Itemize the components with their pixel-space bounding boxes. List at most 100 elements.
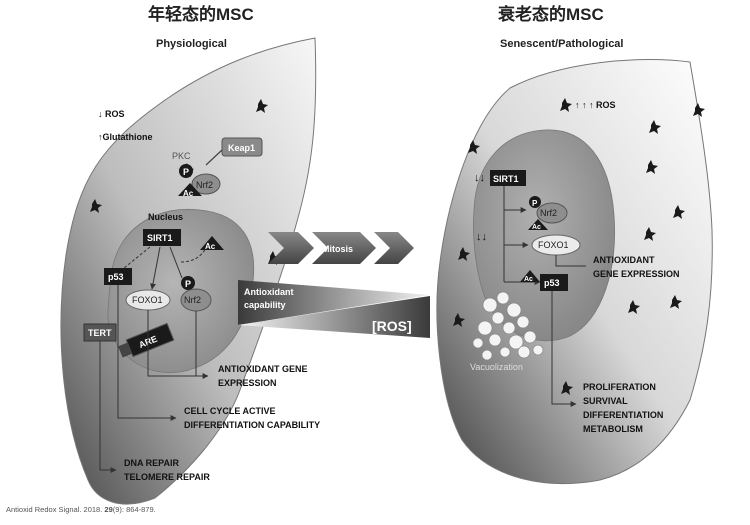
nrf2-nuc-label: Nrf2 (184, 295, 201, 305)
p53-label-right: p53 (544, 278, 560, 288)
sirt1-to-nrf2 (169, 246, 183, 279)
tert-label: TERT (88, 328, 112, 338)
left-outcome-antioxidant-1: ANTIOXIDANT GENE (218, 364, 308, 374)
citation-suffix: (9): 864-879. (113, 505, 156, 514)
ros-wedge (238, 296, 430, 338)
right-outcome-proliferation: PROLIFERATION (583, 382, 656, 392)
vacuole (496, 291, 510, 305)
ros-star (561, 381, 573, 395)
nrf2-right (536, 202, 568, 224)
sirt1-deacetyl-path (180, 247, 207, 263)
vacuolization-label: Vacuolization (470, 362, 523, 372)
sirt1-box-right (490, 170, 526, 186)
nrf2-cyto (191, 173, 221, 195)
acetyl-marker-p53 (520, 270, 540, 282)
sirt1-box-left (143, 229, 181, 246)
ros-star (649, 120, 661, 134)
vacuole (508, 334, 524, 350)
right-outcome-antioxidant-1: ANTIOXIDANT (593, 255, 655, 265)
citation-prefix: Antioxid Redox Signal. 2018. (6, 505, 102, 514)
ros-increase-label: ↑ ↑ ↑ ROS (575, 100, 616, 110)
right-subtitle: Senescent/Pathological (500, 38, 623, 50)
right-outcome-metabolism: METABOLISM (583, 424, 643, 434)
phospho-label-right: P (532, 199, 538, 208)
left-subtitle: Physiological (156, 38, 227, 50)
vacuoles (472, 291, 544, 361)
left-outcome-cellcycle-1: CELL CYCLE ACTIVE (184, 406, 276, 416)
left-outcome-antioxidant-2: EXPRESSION (218, 378, 277, 388)
mitosis-label: Mitosis (322, 244, 353, 254)
physiological-cell (60, 37, 317, 505)
acetyl-marker-nuc (200, 236, 224, 250)
acetyl-marker (178, 183, 202, 196)
ros-star (673, 205, 685, 219)
mitosis-chevron-3 (374, 232, 414, 264)
ros-star (458, 247, 470, 261)
citation: Antioxid Redox Signal. 2018. 29(9): 864-… (6, 505, 156, 514)
ros-box-label: [ROS] (372, 318, 412, 334)
sirt1-label-right: SIRT1 (493, 174, 519, 184)
p53-to-outcomes (551, 291, 577, 407)
left-title: 年轻态的MSC (148, 4, 254, 24)
right-outcome-antioxidant-2: GENE EXPRESSION (593, 269, 680, 279)
left-outcome-repair-1: DNA REPAIR (124, 458, 180, 468)
phospho-label-nuc: P (185, 279, 191, 289)
glutathione-label: ↑Glutathione (98, 132, 153, 142)
keap1-link (205, 149, 223, 166)
ros-decrease-label: ↓ ROS (98, 109, 125, 119)
right-outcome-survival: SURVIVAL (583, 396, 628, 406)
p53-label-left: p53 (108, 272, 124, 282)
ros-star (693, 103, 705, 117)
foxo1-label-right: FOXO1 (538, 240, 569, 250)
sirt1-label-left: SIRT1 (147, 233, 173, 243)
vacuole (532, 344, 544, 356)
vacuole (502, 321, 516, 335)
nrf2-cyto-label: Nrf2 (196, 180, 213, 190)
pkc-label: PKC (172, 151, 191, 161)
antioxidant-label-2: capability (244, 300, 286, 310)
nrf2-label-right: Nrf2 (540, 208, 557, 218)
vacuole (517, 345, 531, 359)
left-nucleus (107, 208, 255, 374)
ros-star (628, 300, 640, 314)
mitosis-arrow: Mitosis (268, 232, 414, 264)
antioxidant-label-1: Antioxidant (244, 287, 294, 297)
sirt1-decrease-arrows: ↓↓ (474, 172, 485, 184)
acetyl-label: Ac (183, 189, 194, 198)
vacuole (491, 311, 505, 325)
vacuole (472, 337, 484, 349)
sirt1-to-foxo1 (150, 246, 161, 290)
acetyl-label-right: Ac (532, 224, 541, 231)
vacuole (481, 349, 493, 361)
ros-star (560, 98, 572, 112)
acetyl-marker-right (528, 219, 548, 230)
left-outcome-cellcycle-2: DIFFERENTIATION CAPABILITY (184, 420, 320, 430)
ros-star (646, 160, 658, 174)
vacuole (516, 315, 530, 329)
p53-box-left (104, 268, 132, 285)
nucleus-label: Nucleus (148, 212, 183, 222)
vacuole (499, 346, 511, 358)
sirt1-to-p53 (123, 246, 151, 269)
vacuole (477, 320, 493, 336)
foxo1-decrease-arrows: ↓↓ (476, 231, 487, 243)
antioxidant-connector (147, 310, 209, 379)
ros-star (468, 140, 480, 154)
ros-star (670, 295, 682, 309)
vacuole (506, 302, 522, 318)
repair-connector (99, 341, 117, 473)
acetyl-label-p53: Ac (524, 276, 533, 283)
are-strand (118, 342, 132, 358)
ros-star (90, 199, 102, 213)
phospho-marker (179, 164, 193, 178)
right-title: 衰老态的MSC (497, 4, 604, 24)
ros-star (453, 313, 465, 327)
antioxidant-wedge (238, 280, 430, 325)
phospho-label: P (183, 167, 189, 177)
vacuole (482, 297, 498, 313)
left-outcome-repair-2: TELOMERE REPAIR (124, 472, 210, 482)
keap1-label: Keap1 (228, 143, 255, 153)
p53-box-right (540, 274, 568, 291)
ros-star (256, 99, 268, 113)
